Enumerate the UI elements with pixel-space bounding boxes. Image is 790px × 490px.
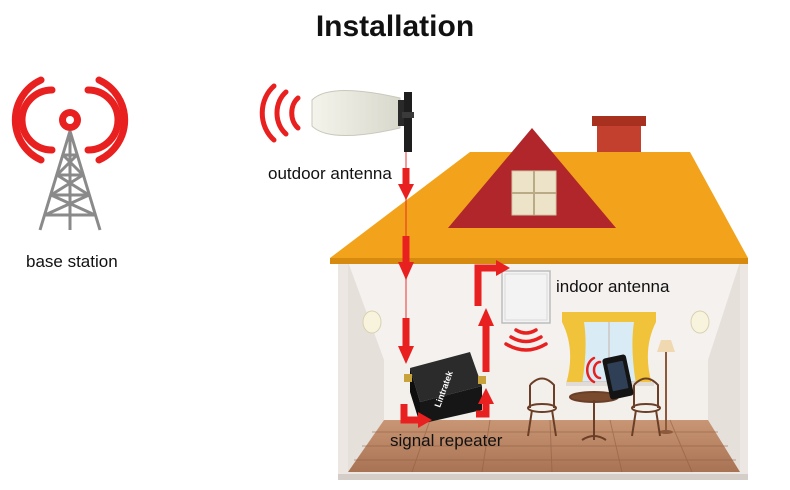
arrow-down-icon: [398, 346, 414, 364]
cell-tower-icon: [11, 76, 129, 231]
outdoor-signal-wave-icon: [259, 83, 301, 143]
indoor-antenna-label: indoor antenna: [556, 277, 670, 296]
arrow-up-icon: [478, 388, 494, 404]
floor-lamp-icon: [657, 340, 675, 434]
signal-path: [398, 152, 510, 428]
arrow-right-icon: [418, 412, 432, 428]
chair-icon: [527, 377, 661, 437]
outdoor-antenna-label: outdoor antenna: [268, 164, 392, 183]
window-curtain-icon: [562, 312, 656, 386]
wall-lamp-icon: [362, 310, 710, 334]
roof: [330, 116, 748, 264]
indoor-signal-wave-icon: [504, 328, 548, 352]
arrow-up-icon: [478, 308, 494, 326]
panel-antenna-icon: [311, 90, 414, 152]
repeater-device-icon: Lintratek: [404, 352, 486, 424]
signal-repeater-label: signal repeater: [390, 431, 503, 450]
page-title: Installation: [315, 10, 475, 43]
table-icon: [569, 391, 619, 441]
arrow-down-icon: [398, 262, 414, 280]
arrow-right-icon: [496, 260, 510, 276]
arrow-down-icon: [398, 184, 414, 200]
base-station-label: base station: [26, 252, 118, 271]
indoor-panel-antenna-icon: [501, 270, 551, 324]
smartphone-icon: [586, 354, 634, 400]
